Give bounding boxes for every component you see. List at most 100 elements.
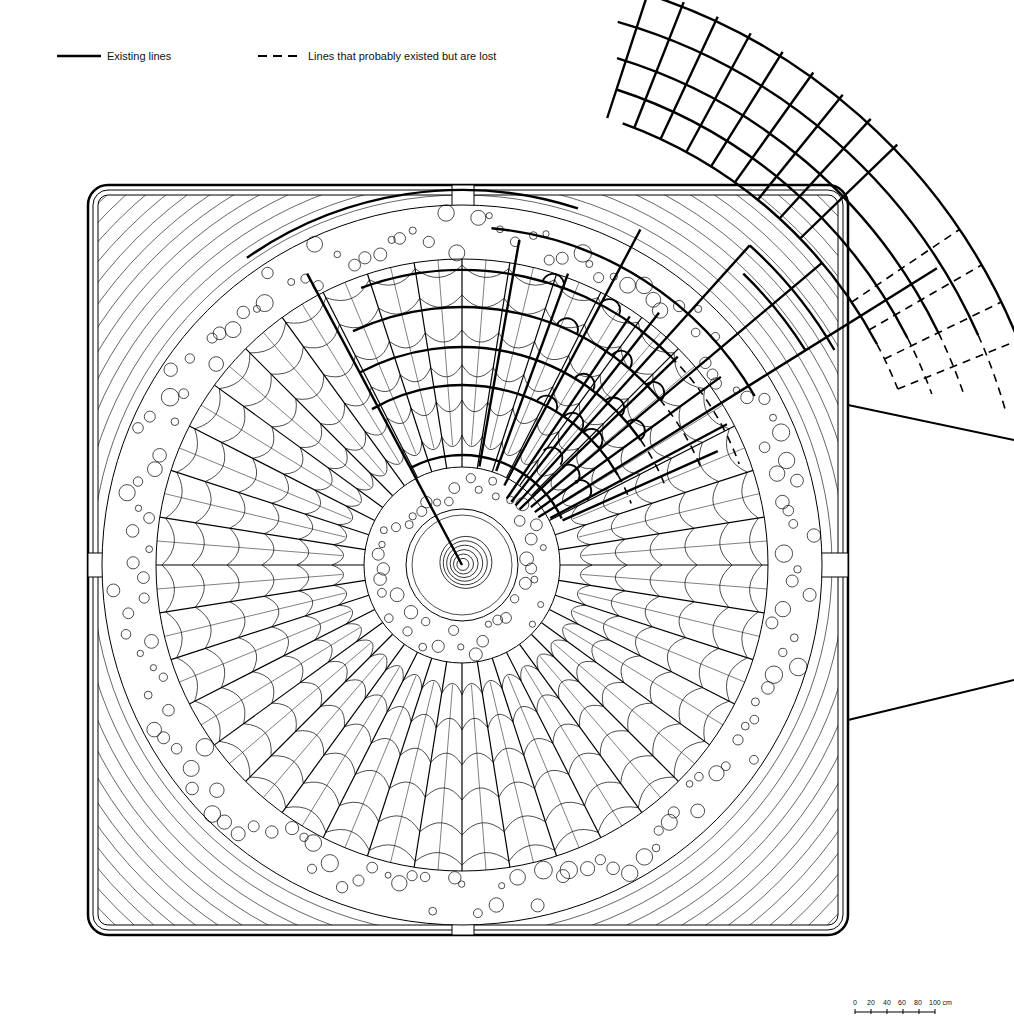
flower-motif xyxy=(121,630,131,640)
flower-motif xyxy=(751,698,759,706)
construction-line xyxy=(563,451,718,520)
flower-motif xyxy=(159,673,167,681)
scale-label: 100 cm xyxy=(929,999,952,1006)
hatch-circle xyxy=(98,195,838,925)
scale-tile xyxy=(462,435,482,447)
flower-motif xyxy=(791,474,804,487)
flower-motif xyxy=(158,732,170,744)
flower-motif xyxy=(353,875,364,886)
scale-tile xyxy=(265,503,279,534)
scale-tile xyxy=(442,683,462,695)
flower-motif xyxy=(449,483,460,494)
tile-joint xyxy=(229,643,370,764)
scale-tile xyxy=(387,706,411,721)
scale-tile xyxy=(645,596,659,627)
construction-semicircle xyxy=(584,429,603,448)
lost-line xyxy=(877,344,898,389)
flower-motif xyxy=(171,418,179,426)
scale-tile xyxy=(545,802,584,822)
scale-tile xyxy=(329,448,348,468)
tile-joint xyxy=(345,676,416,848)
flower-motif xyxy=(380,527,387,534)
flower-motif xyxy=(334,251,341,258)
scale-tile xyxy=(332,545,344,565)
flower-motif xyxy=(150,665,156,671)
flower-motif xyxy=(794,566,801,573)
construction-semicircle xyxy=(600,299,620,315)
scale-tile xyxy=(553,724,580,743)
flower-motif xyxy=(305,835,322,852)
flower-motif xyxy=(404,606,417,619)
scale-tile xyxy=(611,591,625,616)
hatch-circle xyxy=(98,195,838,925)
scale-tile xyxy=(166,612,182,658)
scale-tile xyxy=(230,492,245,528)
scale-tile xyxy=(387,408,411,423)
flower-motif xyxy=(144,513,155,524)
lost-line xyxy=(660,399,702,468)
flower-motif xyxy=(544,255,554,265)
flower-motif xyxy=(531,899,544,912)
flower-motif xyxy=(493,615,503,625)
scale-tile xyxy=(569,753,600,774)
scale-tile xyxy=(192,523,204,565)
scale-tile xyxy=(499,782,535,797)
hatch-circle xyxy=(98,195,838,925)
scale-tile xyxy=(162,565,174,612)
scale-tile xyxy=(422,437,442,450)
scale-tile xyxy=(462,295,504,307)
scale-tile xyxy=(679,602,694,638)
scale-tick xyxy=(871,1009,872,1014)
scale-tile xyxy=(365,418,387,435)
flower-motif xyxy=(766,617,778,629)
tile-joint xyxy=(490,682,533,863)
scale-tile xyxy=(653,724,681,756)
construction-tick xyxy=(634,2,683,128)
scale-tile xyxy=(425,788,462,800)
flower-motif xyxy=(392,876,407,891)
scale-tile xyxy=(621,656,640,683)
scale-tile xyxy=(585,782,621,806)
flower-motif xyxy=(209,357,224,372)
scale-tile xyxy=(162,518,174,565)
scale-tile xyxy=(462,683,482,695)
scale-tile xyxy=(411,402,436,416)
scale-tile xyxy=(650,534,662,565)
flower-motif xyxy=(790,658,808,676)
flower-motif xyxy=(135,505,141,511)
flower-motif xyxy=(525,533,537,545)
tile-joint xyxy=(573,611,745,682)
scale-tile xyxy=(253,672,274,703)
construction-semicircle xyxy=(537,396,557,412)
lost-line xyxy=(884,302,1001,359)
construction-line xyxy=(504,230,640,486)
flower-motif xyxy=(776,495,790,509)
hatch-circle xyxy=(98,195,838,925)
flower-motif xyxy=(385,872,391,878)
frame-outline xyxy=(98,195,838,925)
scale-tile xyxy=(344,387,371,406)
construction-tick xyxy=(758,95,843,200)
flower-motif xyxy=(139,593,149,603)
scale-tile xyxy=(344,724,371,743)
scale-tile xyxy=(271,347,303,375)
scale-tile xyxy=(400,748,431,762)
scale-tile xyxy=(286,298,326,324)
scale-tile xyxy=(436,400,462,412)
scale-tile xyxy=(442,435,462,447)
tile-joint xyxy=(201,405,360,502)
scale-tile xyxy=(411,714,436,728)
flower-motif xyxy=(646,292,661,307)
flower-motif xyxy=(133,477,142,486)
scale-tile xyxy=(321,705,345,727)
scale-tile xyxy=(303,782,339,806)
flower-motif xyxy=(489,898,503,912)
flower-motif xyxy=(307,864,316,873)
scale-tile xyxy=(272,399,296,427)
fan-rib xyxy=(549,609,734,703)
flower-motif xyxy=(686,781,693,788)
flower-motif xyxy=(607,862,620,875)
tile-joint xyxy=(508,676,579,848)
scale-tile xyxy=(537,654,554,670)
construction-tick xyxy=(800,145,897,239)
